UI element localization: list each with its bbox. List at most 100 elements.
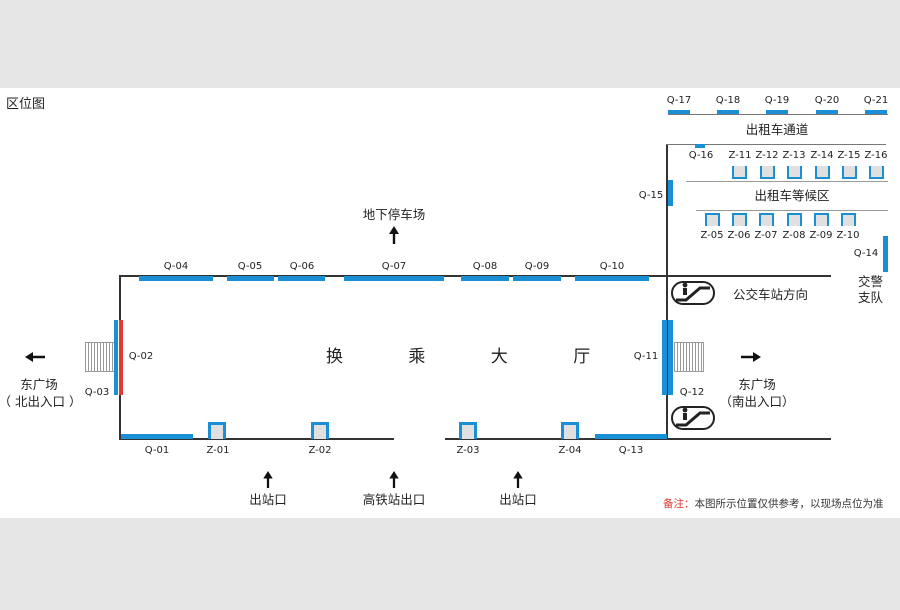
parking-label: 地下停车场 bbox=[362, 207, 426, 222]
slot-z16-label: Z-16 bbox=[864, 150, 888, 161]
taxi-top-line bbox=[666, 144, 886, 145]
slot-z04-label: Z-04 bbox=[558, 445, 582, 456]
slot-q11 bbox=[662, 320, 667, 395]
slot-z05 bbox=[705, 213, 720, 226]
slot-z13-label: Z-13 bbox=[782, 150, 806, 161]
slot-z08-label: Z-08 bbox=[782, 230, 806, 241]
taxi-waiting-label: 出租车等候区 bbox=[754, 188, 830, 203]
slot-q09-label: Q-09 bbox=[524, 261, 550, 272]
exit-left-arrow-icon bbox=[263, 471, 273, 488]
parking-arrow-icon bbox=[389, 226, 399, 244]
slot-q20 bbox=[816, 110, 838, 115]
slot-z09-label: Z-09 bbox=[809, 230, 833, 241]
slot-q03-label: Q-03 bbox=[84, 387, 110, 398]
taxi-waiting-bottom bbox=[696, 210, 888, 211]
note-text: 本图所示位置仅供参考，以现场点位为准 bbox=[694, 498, 884, 510]
west-arrow-icon bbox=[25, 352, 45, 362]
slot-z01-label: Z-01 bbox=[206, 445, 230, 456]
slot-q08-label: Q-08 bbox=[472, 261, 498, 272]
map-title: 区位图 bbox=[6, 97, 46, 112]
taxi-waiting-top bbox=[696, 181, 888, 182]
slot-q16 bbox=[695, 144, 705, 148]
slot-q12-label: Q-12 bbox=[679, 387, 705, 398]
slot-q10-label: Q-10 bbox=[599, 261, 625, 272]
slot-q11-label: Q-11 bbox=[633, 351, 659, 362]
slot-z04 bbox=[561, 422, 579, 439]
slot-z09 bbox=[814, 213, 829, 226]
exit-right-arrow-icon bbox=[513, 471, 523, 488]
slot-q18 bbox=[717, 110, 739, 115]
slot-q09 bbox=[513, 276, 561, 281]
slot-q08 bbox=[461, 276, 509, 281]
slot-q19 bbox=[766, 110, 788, 115]
slot-z07-label: Z-07 bbox=[754, 230, 778, 241]
slot-q17 bbox=[668, 110, 690, 115]
slot-z05-label: Z-05 bbox=[700, 230, 724, 241]
east-plaza-right-line1: 东广场 bbox=[738, 377, 776, 392]
slot-z03-label: Z-03 bbox=[456, 445, 480, 456]
slot-q04-label: Q-04 bbox=[163, 261, 189, 272]
transfer-hall-label: 换 乘 大 厅 bbox=[326, 347, 621, 367]
slot-q15-label: Q-15 bbox=[638, 190, 664, 201]
note-label: 备注： bbox=[663, 498, 695, 510]
slot-q19-label: Q-19 bbox=[764, 95, 790, 106]
slot-q04 bbox=[139, 276, 213, 281]
slot-z10 bbox=[841, 213, 856, 226]
slot-q21-label: Q-21 bbox=[863, 95, 889, 106]
slot-q06 bbox=[278, 276, 325, 281]
exit-left-label: 出站口 bbox=[249, 492, 287, 507]
slot-z14-label: Z-14 bbox=[810, 150, 834, 161]
slot-q01 bbox=[121, 434, 193, 439]
slot-z12 bbox=[760, 166, 775, 179]
slot-q12 bbox=[668, 320, 673, 395]
slot-z13 bbox=[787, 166, 802, 179]
slot-z15-label: Z-15 bbox=[837, 150, 861, 161]
traffic-police-line2: 支队 bbox=[858, 290, 884, 305]
east-plaza-right-line2: （南出入口） bbox=[719, 394, 795, 409]
slot-q16-label: Q-16 bbox=[688, 150, 714, 161]
slot-z16 bbox=[869, 166, 884, 179]
slot-q07 bbox=[344, 276, 444, 281]
east-arrow-icon bbox=[741, 352, 761, 362]
slot-q07-label: Q-07 bbox=[381, 261, 407, 272]
slot-z06 bbox=[732, 213, 747, 226]
taxi-passage-label: 出租车通道 bbox=[745, 122, 809, 137]
slot-q13 bbox=[595, 434, 667, 439]
traffic-police-line1: 交警 bbox=[858, 274, 884, 289]
location-map: 区位图 Q-17 Q-18 Q-19 Q-20 Q-21 出租车通道 Q-16 … bbox=[0, 88, 900, 518]
slot-q02-label: Q-02 bbox=[128, 351, 154, 362]
slot-q21 bbox=[865, 110, 887, 115]
slot-z11 bbox=[732, 166, 747, 179]
slot-q10 bbox=[575, 276, 649, 281]
hall-bottom-wall-left bbox=[119, 438, 394, 440]
taxi-passage-wall bbox=[668, 114, 888, 115]
note-clip: 备注：本图所示位置仅供参考，以现场点位为准 bbox=[663, 498, 900, 514]
slot-q01-label: Q-01 bbox=[144, 445, 170, 456]
slot-z12-label: Z-12 bbox=[755, 150, 779, 161]
slot-q05 bbox=[227, 276, 274, 281]
east-plaza-left-line2: （ 北出入口 ） bbox=[0, 394, 82, 409]
slot-z10-label: Z-10 bbox=[836, 230, 860, 241]
slot-z08 bbox=[787, 213, 802, 226]
slot-z02 bbox=[311, 422, 329, 439]
slot-z07 bbox=[759, 213, 774, 226]
escalator-icon bbox=[671, 406, 715, 430]
escalator-icon bbox=[671, 281, 715, 305]
left-stairs bbox=[85, 342, 115, 372]
east-plaza-left-line1: 东广场 bbox=[20, 377, 58, 392]
hall-bottom-wall-right bbox=[445, 438, 831, 440]
right-stairs bbox=[674, 342, 704, 372]
slot-z03 bbox=[459, 422, 477, 439]
slot-z01 bbox=[208, 422, 226, 439]
slot-q06-label: Q-06 bbox=[289, 261, 315, 272]
slot-q05-label: Q-05 bbox=[237, 261, 263, 272]
slot-q14-label: Q-14 bbox=[853, 248, 879, 259]
slot-q18-label: Q-18 bbox=[715, 95, 741, 106]
rail-exit-label: 高铁站出口 bbox=[362, 492, 426, 507]
slot-q15 bbox=[668, 180, 673, 206]
slot-z11-label: Z-11 bbox=[728, 150, 752, 161]
slot-z15 bbox=[842, 166, 857, 179]
slot-q20-label: Q-20 bbox=[814, 95, 840, 106]
slot-z14 bbox=[815, 166, 830, 179]
exit-right-label: 出站口 bbox=[499, 492, 537, 507]
